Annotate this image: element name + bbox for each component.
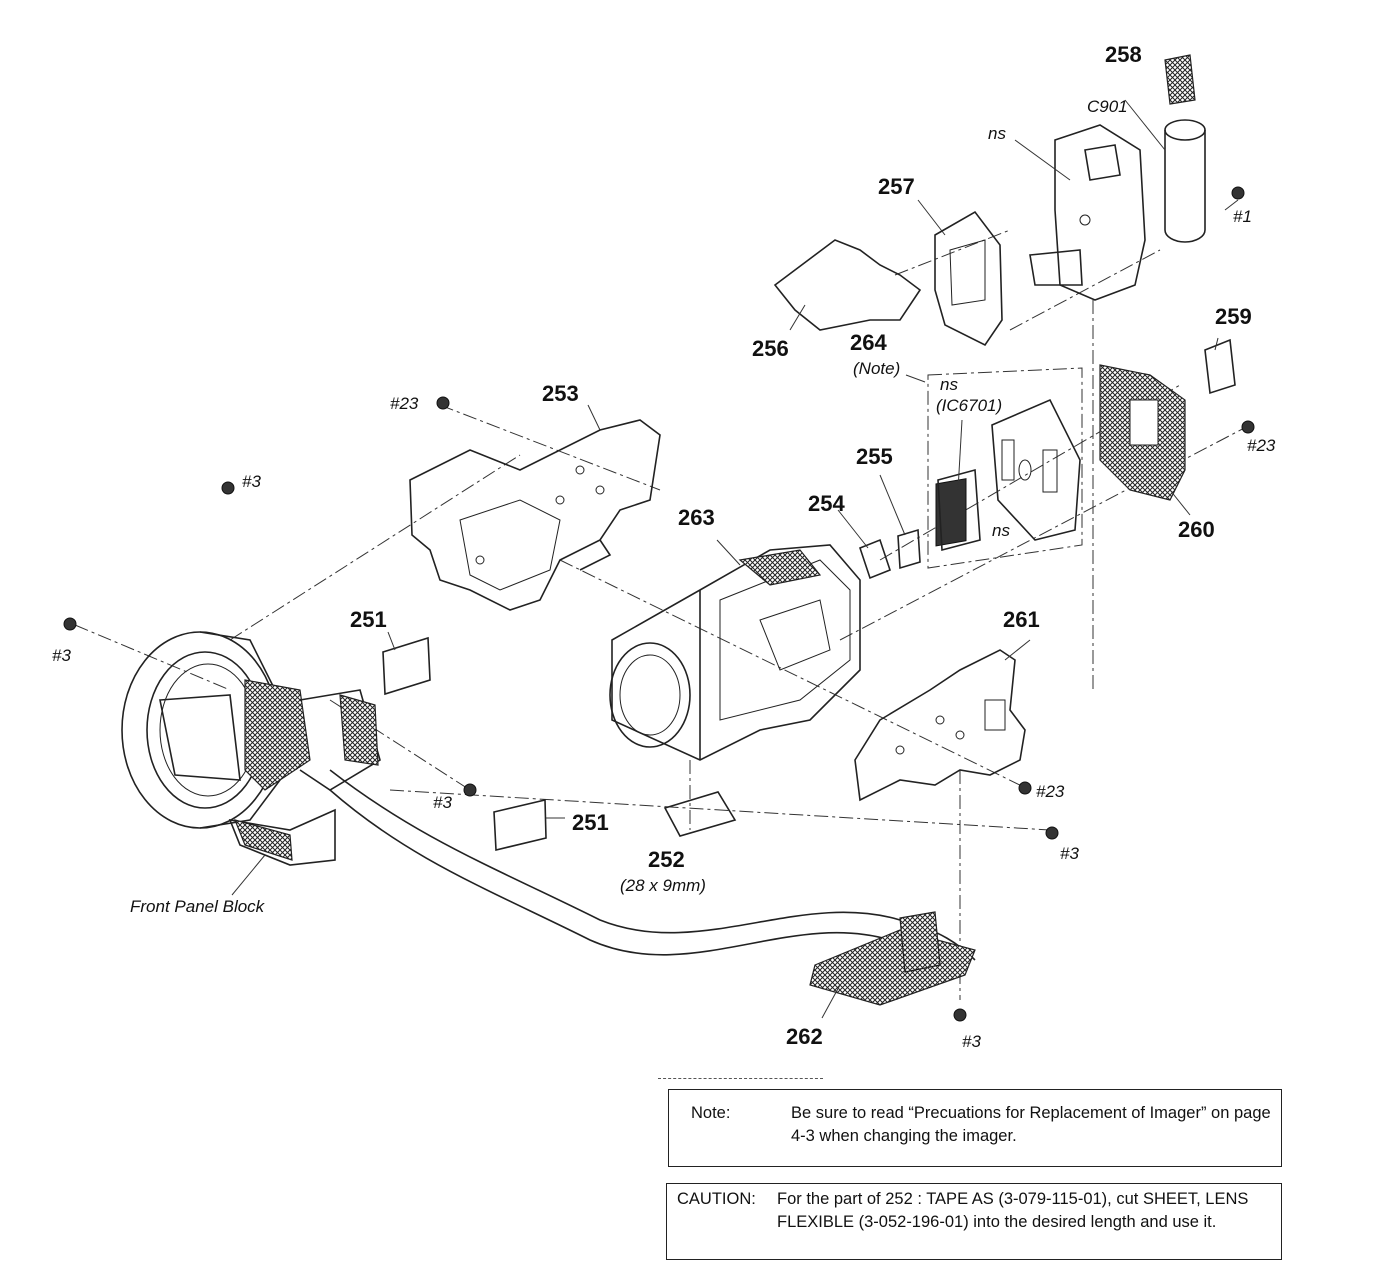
sheet-256 [773, 239, 922, 331]
front-panel-block [121, 631, 381, 866]
divider-rule [658, 1078, 823, 1079]
part-number-257: 257 [878, 174, 915, 199]
label-ns-plate: ns [992, 521, 1010, 540]
label-ns-top: ns [988, 124, 1006, 143]
label-size-252: (28 x 9mm) [620, 876, 706, 895]
note-heading: Note: [691, 1104, 731, 1122]
note-text: Be sure to read “Precuations for Replace… [791, 1104, 1271, 1145]
part-number-259: 259 [1215, 304, 1252, 329]
lens-unit-263 [609, 544, 861, 761]
part-number-261: 261 [1003, 607, 1040, 632]
block-259 [1204, 338, 1236, 395]
part-number-258: 258 [1105, 42, 1142, 67]
screw-label-3-top: #3 [242, 472, 261, 491]
caution-heading: CAUTION: [677, 1190, 756, 1208]
label-ic6701: (IC6701) [936, 396, 1002, 415]
sheet-251 [382, 636, 547, 852]
label-note-ref: (Note) [853, 359, 900, 378]
screw-label-23-mid: #23 [1036, 782, 1065, 801]
part-number-251-upper: 251 [350, 607, 387, 632]
part-number-264: 264 [850, 330, 887, 355]
frame-257 [934, 210, 1003, 347]
screw-label-3-bottom: #3 [962, 1032, 981, 1051]
part-numbers: 258 257 256 264 259 260 255 254 263 253 … [350, 42, 1252, 1049]
flex-cable-262 [329, 769, 976, 1006]
leader-lines [231, 99, 1239, 1019]
part-labels: C901 ns (Note) ns (IC6701) ns (28 x 9mm)… [130, 97, 1128, 916]
part-number-263: 263 [678, 505, 715, 530]
label-ns-box: ns [940, 375, 958, 394]
label-c901: C901 [1087, 97, 1128, 116]
gasket-260 [1099, 364, 1186, 501]
bracket-253 [409, 419, 661, 611]
screw-label-3-right: #3 [1060, 844, 1079, 863]
label-front-panel-block: Front Panel Block [130, 897, 266, 916]
part-number-252: 252 [648, 847, 685, 872]
part-number-260: 260 [1178, 517, 1215, 542]
caution-text: For the part of 252 : TAPE AS (3-079-115… [777, 1190, 1249, 1231]
part-number-255: 255 [856, 444, 893, 469]
screw-label-3-mid: #3 [433, 793, 452, 812]
part-number-262: 262 [786, 1024, 823, 1049]
screw-label-1: #1 [1233, 207, 1252, 226]
bracket-261 [854, 649, 1026, 802]
note-box: Note: Be sure to read “Precuations for R… [668, 1089, 1282, 1167]
part-number-253: 253 [542, 381, 579, 406]
plate-ns [991, 398, 1081, 541]
screw-label-3-left: #3 [52, 646, 71, 665]
pad-258 [1164, 54, 1196, 105]
sheet-252 [663, 791, 737, 837]
part-number-256: 256 [752, 336, 789, 361]
screw-label-23-left: #23 [390, 394, 419, 413]
capacitor-c901 [1164, 119, 1206, 243]
part-number-251-lower: 251 [572, 810, 609, 835]
screws [63, 186, 1255, 1022]
part-number-254: 254 [808, 491, 845, 516]
screw-labels: #1 #23 #23 #23 #3 #3 #3 #3 #3 [52, 207, 1276, 1051]
caution-box: CAUTION: For the part of 252 : TAPE AS (… [666, 1183, 1282, 1260]
top-bracket-ns [1029, 124, 1146, 301]
imager-group [859, 367, 1083, 580]
screw-label-23-right: #23 [1247, 436, 1276, 455]
